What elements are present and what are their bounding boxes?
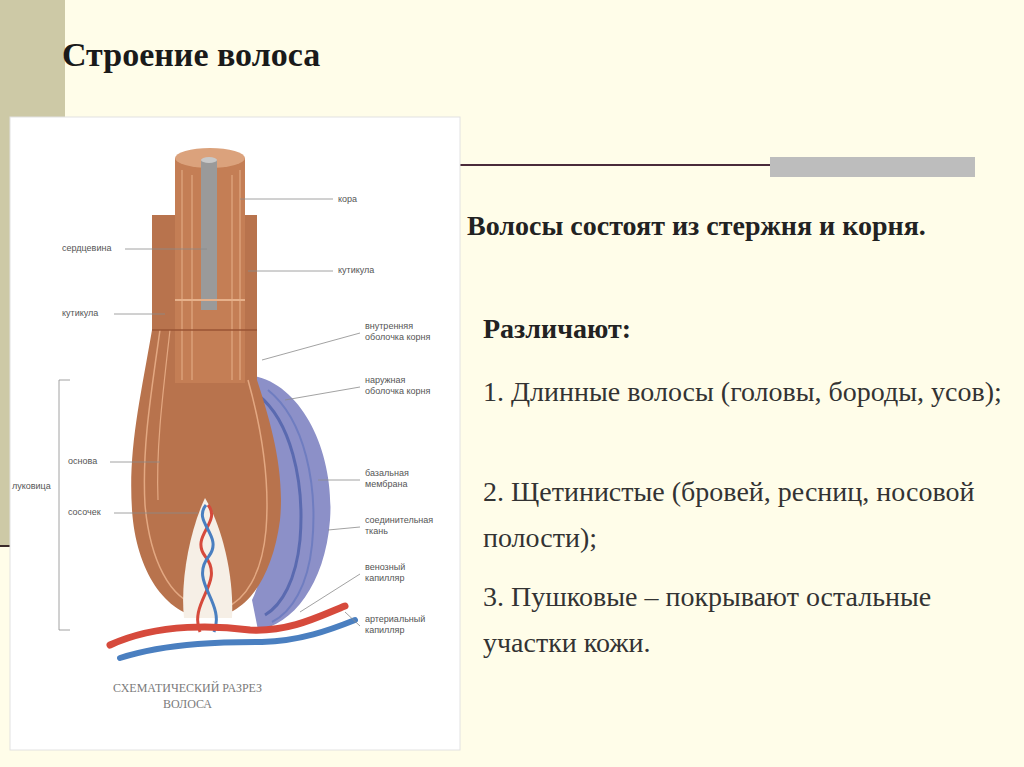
part-label: наружная оболочка корня — [365, 375, 445, 397]
part-label: кутикула — [338, 265, 398, 276]
leader-line — [345, 612, 360, 626]
texture-line — [225, 380, 267, 608]
leader-line — [248, 271, 333, 272]
bulb-bracket — [59, 380, 70, 630]
leader-line — [240, 199, 333, 200]
part-label: сосочек — [68, 507, 114, 518]
part-label: внутренняя оболочка корня — [365, 321, 445, 343]
divider-bar — [770, 157, 975, 177]
leader-line — [125, 249, 207, 250]
part-label: кора — [338, 194, 398, 205]
layer-edge — [152, 329, 257, 331]
texture-line — [158, 330, 170, 500]
leader-line — [300, 574, 360, 612]
part-label: сердцевина — [62, 243, 124, 254]
medulla-top — [201, 157, 217, 163]
leader-lines — [59, 199, 360, 630]
part-label: базальная мембрана — [365, 468, 445, 490]
part-label: луковица — [12, 481, 56, 492]
medulla — [201, 160, 217, 310]
slide-title: Строение волоса — [62, 35, 320, 75]
figure-panel — [10, 117, 460, 750]
list-item: 3. Пушковые – покрывают остальные участк… — [483, 574, 1003, 666]
leader-line — [114, 314, 165, 315]
part-label: соединительная ткань — [365, 515, 450, 537]
list-item: 1. Длинные волосы (головы, бороды, усов)… — [483, 369, 1003, 415]
leader-line — [318, 480, 360, 481]
hair-shaft — [175, 158, 245, 383]
part-label: артериальный капилляр — [365, 614, 445, 636]
body-heading: Волосы состоят из стержня и корня. — [467, 204, 1007, 247]
layer-edge — [175, 299, 245, 301]
part-label: основа — [68, 456, 110, 467]
list-item: 2. Щетинистые (бровей, ресниц, носовой п… — [483, 469, 1003, 561]
part-label: венозный капилляр — [365, 562, 445, 584]
leader-line — [262, 333, 360, 360]
vein — [120, 620, 355, 658]
leader-line — [328, 527, 360, 530]
figure-caption: СХЕМАТИЧЕСКИЙ РАЗРЕЗ ВОЛОСА — [100, 680, 275, 712]
leader-line — [285, 387, 360, 400]
leader-line — [110, 462, 160, 463]
body-heading: Различают: — [483, 307, 1003, 350]
leader-line — [114, 513, 198, 514]
hair-illustration — [110, 148, 355, 658]
part-label: кутикула — [62, 308, 114, 319]
capillary-loop — [202, 505, 216, 632]
artery — [110, 606, 345, 645]
